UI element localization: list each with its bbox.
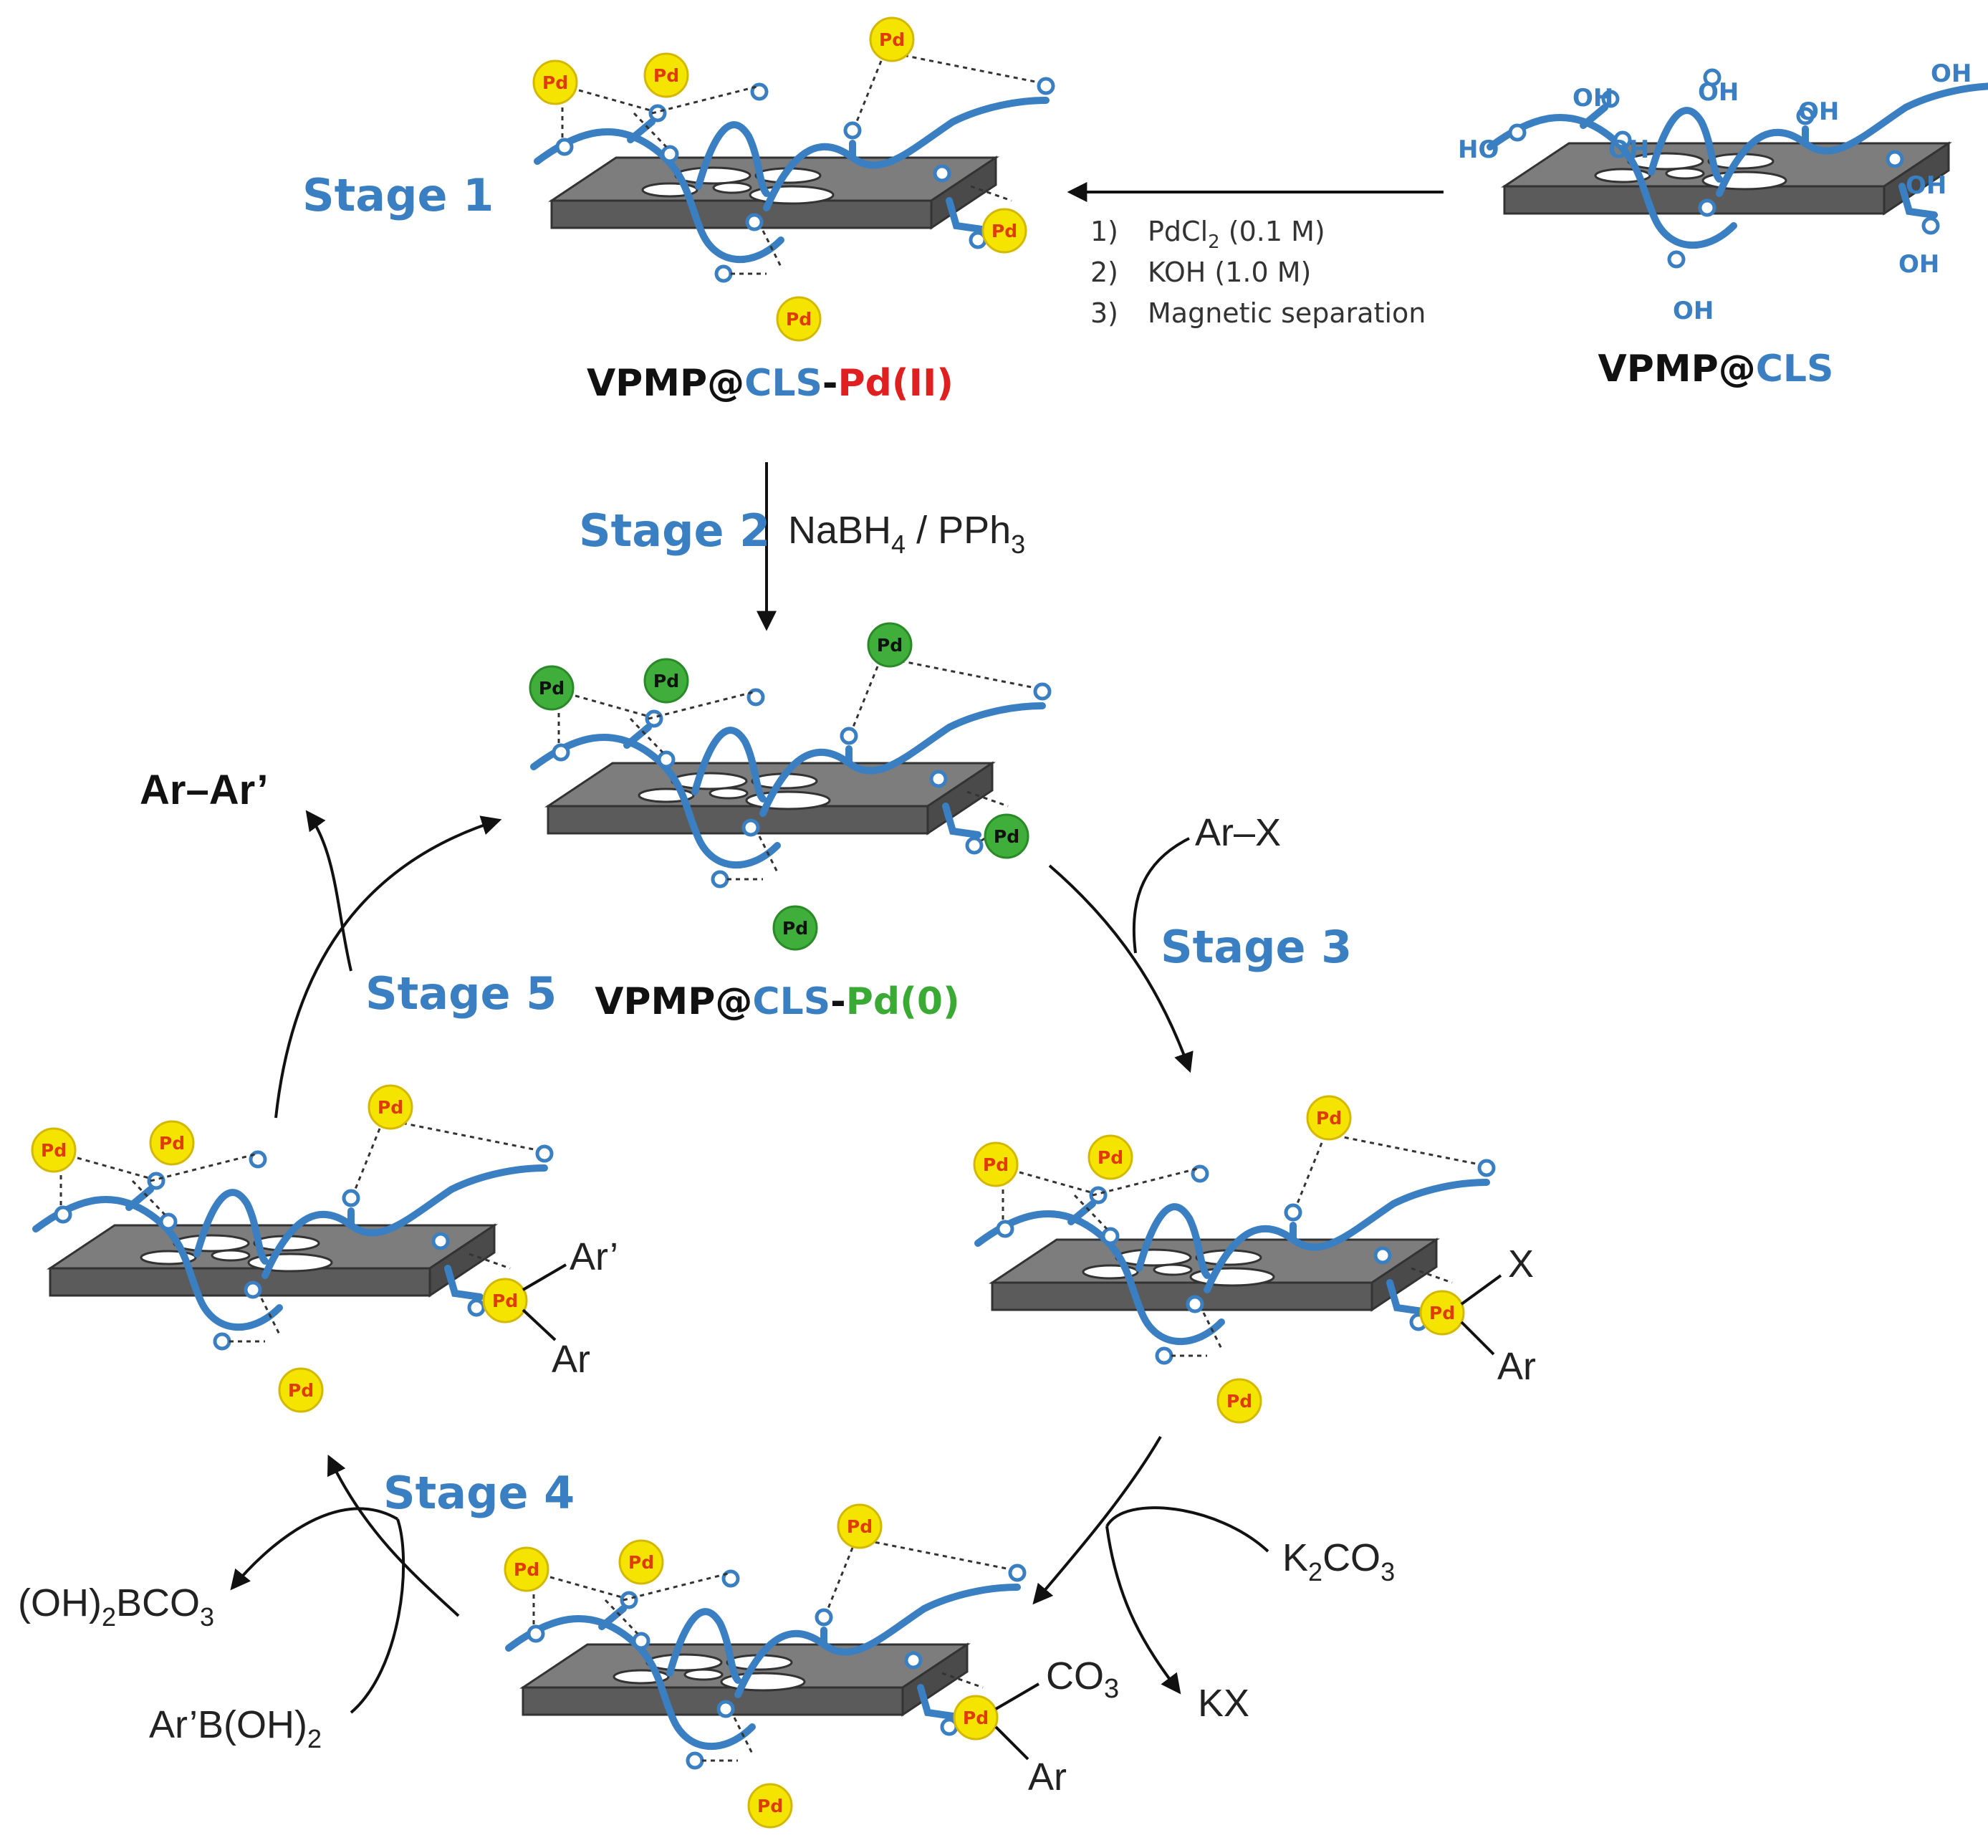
stage-4-label: Stage 4 bbox=[383, 1467, 575, 1519]
arrow-kx-out bbox=[1105, 1526, 1181, 1695]
ligand-co3: CO3 bbox=[1046, 1655, 1119, 1704]
svg-text:Magnetic separation: Magnetic separation bbox=[1148, 297, 1426, 329]
pd-atoms: Pd Pd Pd Pd Pd bbox=[973, 1095, 1465, 1424]
stage-5-label: Stage 5 bbox=[365, 967, 557, 1020]
byproduct-kx: KX bbox=[1198, 1682, 1249, 1725]
pd-atoms: Pd Pd Pd Pd Pd bbox=[504, 1503, 999, 1829]
arrow-boronate-out bbox=[230, 1507, 399, 1591]
catalyst-start: OH OH OH OH HO OH OH OH OH bbox=[1458, 59, 1988, 325]
arrow-arx-in bbox=[1132, 837, 1190, 954]
catalyst-transmetalation: Pd Pd Pd Pd Pd Ar’ Ar bbox=[31, 1084, 618, 1413]
svg-text:Pd: Pd bbox=[983, 1154, 1009, 1175]
ligand-ar-prime: Ar’ bbox=[570, 1235, 618, 1278]
svg-text:OH: OH bbox=[1906, 171, 1946, 200]
ligand-ar: Ar bbox=[552, 1338, 590, 1381]
svg-text:Pd: Pd bbox=[1316, 1108, 1342, 1129]
pd-atoms: Pd Pd Pd Pd Pd bbox=[532, 16, 1027, 342]
svg-text:Pd: Pd bbox=[492, 1291, 518, 1311]
svg-text:Pd: Pd bbox=[847, 1516, 873, 1537]
ligand-ar: Ar bbox=[1497, 1345, 1536, 1388]
svg-text:OH: OH bbox=[1608, 135, 1649, 164]
svg-text:OH: OH bbox=[1798, 97, 1839, 126]
svg-text:OH: OH bbox=[1673, 297, 1714, 325]
svg-text:OH: OH bbox=[1572, 84, 1613, 112]
svg-text:PdCl2 (0.1 M): PdCl2 (0.1 M) bbox=[1148, 216, 1325, 253]
product-ar-ar: Ar–Ar’ bbox=[140, 767, 268, 813]
pd-atoms: Pd Pd Pd Pd Pd bbox=[529, 622, 1029, 951]
svg-text:Pd: Pd bbox=[539, 678, 565, 699]
arrow-stage3 bbox=[1048, 864, 1194, 1073]
reagent-boronic-acid: Ar’B(OH)2 bbox=[149, 1703, 322, 1753]
arrow-k2co3-in bbox=[1105, 1506, 1269, 1553]
svg-text:Pd: Pd bbox=[653, 671, 679, 691]
stage1-conditions: 1) PdCl2 (0.1 M) 2) KOH (1.0 M) 3) Magne… bbox=[1090, 216, 1426, 329]
svg-text:Pd: Pd bbox=[994, 826, 1019, 847]
stage2-reagent: NaBH4 / PPh3 bbox=[788, 509, 1025, 559]
reagent-ar-x: Ar–X bbox=[1195, 811, 1281, 854]
svg-text:Pd: Pd bbox=[542, 72, 568, 93]
svg-text:Pd: Pd bbox=[653, 65, 679, 86]
svg-text:Pd: Pd bbox=[41, 1140, 67, 1161]
svg-text:Pd: Pd bbox=[288, 1380, 314, 1401]
catalyst-oxidative-addition: Pd Pd Pd Pd Pd X Ar bbox=[973, 1095, 1536, 1424]
reagent-k2co3: K2CO3 bbox=[1282, 1536, 1395, 1586]
svg-text:3): 3) bbox=[1090, 297, 1118, 329]
svg-text:Pd: Pd bbox=[786, 309, 812, 330]
catalyst-pd2: Pd Pd Pd Pd Pd bbox=[532, 16, 1053, 342]
ligand-ar: Ar bbox=[1028, 1756, 1067, 1799]
svg-text:Pd: Pd bbox=[877, 635, 903, 656]
svg-text:OH: OH bbox=[1898, 250, 1939, 279]
pd-atoms: Pd Pd Pd Pd Pd bbox=[31, 1084, 528, 1413]
svg-text:Pd: Pd bbox=[757, 1796, 783, 1816]
byproduct-boronate: (OH)2BCO3 bbox=[18, 1581, 214, 1632]
svg-text:OH: OH bbox=[1931, 59, 1972, 88]
svg-text:Pd: Pd bbox=[963, 1708, 989, 1728]
svg-text:Pd: Pd bbox=[378, 1097, 403, 1118]
svg-text:Pd: Pd bbox=[1098, 1147, 1123, 1168]
label-vpmp-cls: VPMP@CLS bbox=[1598, 348, 1834, 391]
stage-2-label: Stage 2 bbox=[579, 504, 770, 557]
svg-text:Pd: Pd bbox=[514, 1559, 539, 1580]
ligand-x: X bbox=[1508, 1243, 1534, 1286]
stage-1-label: Stage 1 bbox=[302, 169, 494, 221]
svg-text:KOH (1.0 M): KOH (1.0 M) bbox=[1148, 257, 1311, 288]
svg-text:OH: OH bbox=[1698, 78, 1739, 107]
catalyst-metathesis: Pd Pd Pd Pd Pd CO3 Ar bbox=[504, 1503, 1119, 1829]
svg-text:Pd: Pd bbox=[991, 221, 1017, 241]
arrows bbox=[230, 182, 1444, 1714]
catalyst-pd0: Pd Pd Pd Pd Pd bbox=[529, 622, 1050, 951]
svg-text:Pd: Pd bbox=[1226, 1391, 1252, 1412]
arrow-to-stage5 bbox=[327, 1454, 460, 1617]
svg-text:HO: HO bbox=[1458, 135, 1499, 164]
svg-text:Pd: Pd bbox=[1429, 1303, 1455, 1323]
hydroxyl-labels: OH OH OH OH HO OH OH OH OH bbox=[1458, 59, 1972, 325]
arrow-to-stage4 bbox=[1032, 1435, 1162, 1605]
label-vpmp-cls-pd2: VPMP@CLS-Pd(II) bbox=[587, 362, 954, 405]
svg-text:Pd: Pd bbox=[159, 1133, 185, 1154]
svg-text:Pd: Pd bbox=[628, 1552, 654, 1573]
svg-text:2): 2) bbox=[1090, 257, 1118, 288]
arrow-boronic-in bbox=[350, 1518, 405, 1714]
svg-text:1): 1) bbox=[1090, 216, 1118, 247]
stage-3-label: Stage 3 bbox=[1161, 921, 1352, 973]
arrow-to-pd0 bbox=[274, 815, 502, 1119]
svg-text:Pd: Pd bbox=[879, 29, 905, 50]
arrow-product-out bbox=[305, 810, 352, 972]
svg-text:Pd: Pd bbox=[782, 918, 808, 939]
label-vpmp-cls-pd0: VPMP@CLS-Pd(0) bbox=[595, 980, 960, 1023]
